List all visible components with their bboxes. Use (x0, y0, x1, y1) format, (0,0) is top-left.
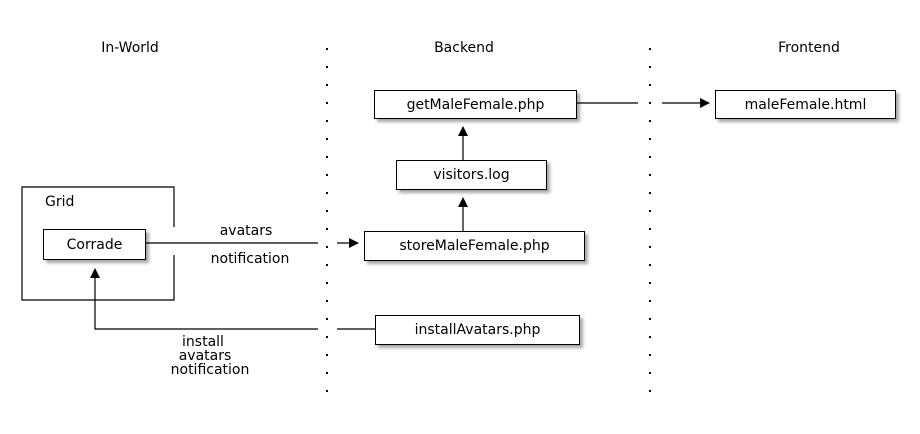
edge-label-notification: notification (210, 251, 290, 267)
edge-label-avatars: avatars (219, 223, 273, 239)
install-avatars-label: installAvatars.php (414, 322, 541, 338)
edge-label-install-avatars: avatars (178, 348, 232, 364)
grid-container (21, 186, 175, 301)
edge-label-install-notification: notification (170, 362, 250, 378)
edge-label-install: install (182, 334, 224, 350)
edge-install-to-corrade (90, 268, 318, 330)
corrade-node-label: Corrade (66, 236, 123, 253)
store-male-female-label: storeMaleFemale.php (399, 238, 550, 254)
visitors-log-node: visitors.log (396, 160, 547, 190)
column-title-frontend: Frontend (778, 40, 840, 56)
male-female-html-node: maleFemale.html (715, 90, 896, 119)
grid-label: Grid (45, 194, 75, 210)
corrade-node: Corrade (43, 229, 146, 260)
male-female-html-label: maleFemale.html (744, 96, 867, 113)
column-title-in-world: In-World (101, 40, 159, 56)
column-title-backend: Backend (434, 40, 494, 56)
store-male-female-node: storeMaleFemale.php (364, 231, 585, 261)
get-male-female-node: getMaleFemale.php (374, 90, 577, 119)
install-avatars-node: installAvatars.php (375, 315, 580, 345)
get-male-female-label: getMaleFemale.php (406, 96, 545, 113)
visitors-log-label: visitors.log (433, 167, 510, 183)
